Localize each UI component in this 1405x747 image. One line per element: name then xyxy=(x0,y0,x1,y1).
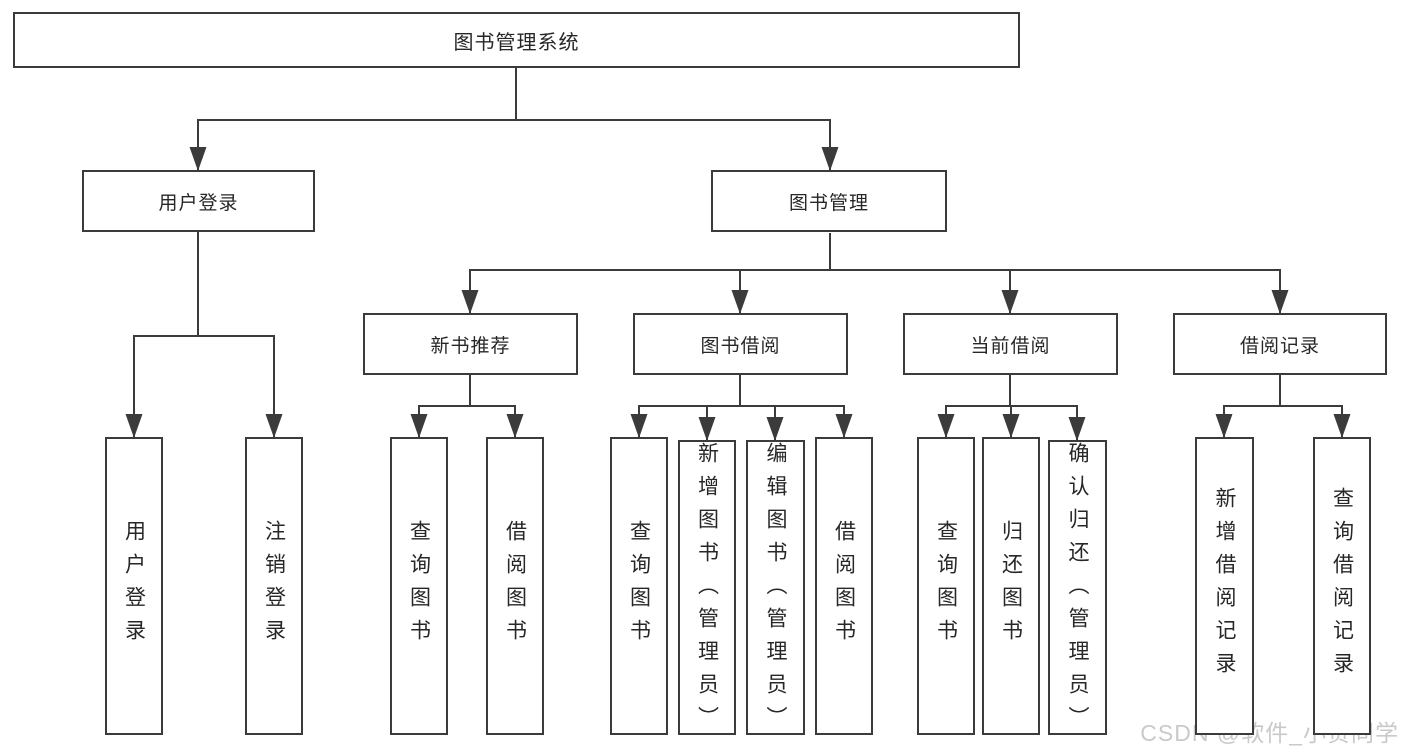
leaf-add-borrow-record: 新增借阅记录 xyxy=(1195,437,1254,735)
node-label: 用户登录 xyxy=(122,520,146,652)
node-label: 借阅记录 xyxy=(1239,335,1320,357)
node-label: 查询图书 xyxy=(407,520,431,652)
node-borrow-record: 借阅记录 xyxy=(1173,313,1387,375)
node-label: 查询借阅记录 xyxy=(1330,487,1354,685)
node-label: 新增图书（管理员） xyxy=(695,442,719,739)
node-label: 新增借阅记录 xyxy=(1213,487,1236,685)
leaf-borrow-query-books: 查询图书 xyxy=(610,437,668,735)
leaf-edit-books-admin: 编辑图书（管理员） xyxy=(746,440,805,739)
node-label: 借阅图书 xyxy=(832,520,856,652)
node-label: 图书管理 xyxy=(788,192,869,214)
node-label: 查询图书 xyxy=(934,520,958,652)
node-new-book-recommend: 新书推荐 xyxy=(363,313,578,375)
leaf-confirm-return-admin: 确认归还（管理员） xyxy=(1048,440,1107,739)
connector-trunks xyxy=(133,68,1343,407)
node-label: 当前借阅 xyxy=(970,335,1051,357)
leaf-return-books: 归还图书 xyxy=(982,437,1040,735)
node-label: 编辑图书（管理员） xyxy=(764,442,787,739)
node-book-management: 图书管理 xyxy=(711,170,947,232)
node-current-borrow: 当前借阅 xyxy=(903,313,1118,375)
leaf-recommend-borrow-books: 借阅图书 xyxy=(486,437,544,735)
node-label: 注销登录 xyxy=(262,520,286,652)
node-label: 归还图书 xyxy=(999,520,1023,652)
leaf-add-books-admin: 新增图书（管理员） xyxy=(678,440,736,739)
node-user-login: 用户登录 xyxy=(82,170,315,232)
node-label: 用户登录 xyxy=(158,192,239,214)
node-label: 新书推荐 xyxy=(430,335,511,357)
leaf-logout: 注销登录 xyxy=(245,437,303,735)
connector-arrows xyxy=(125,120,1351,441)
leaf-recommend-query-books: 查询图书 xyxy=(390,437,448,735)
node-label: 图书管理系统 xyxy=(453,31,580,54)
node-label: 查询图书 xyxy=(627,520,651,652)
node-label: 借阅图书 xyxy=(503,520,527,652)
node-label: 图书借阅 xyxy=(700,335,781,357)
leaf-query-borrow-record: 查询借阅记录 xyxy=(1313,437,1371,735)
leaf-current-query-books: 查询图书 xyxy=(917,437,975,735)
node-label: 确认归还（管理员） xyxy=(1066,442,1089,739)
leaf-user-login: 用户登录 xyxy=(105,437,163,735)
node-library-management-system: 图书管理系统 xyxy=(13,12,1020,68)
leaf-borrow-books: 借阅图书 xyxy=(815,437,873,735)
node-book-borrow: 图书借阅 xyxy=(633,313,848,375)
